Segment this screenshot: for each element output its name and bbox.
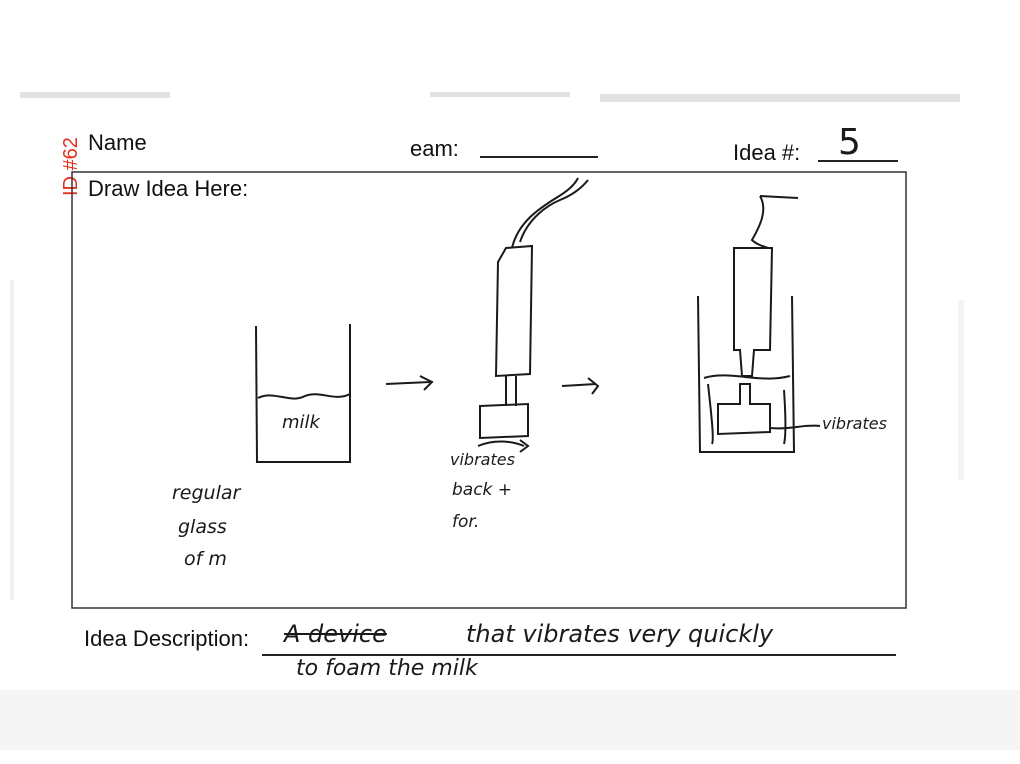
frother-device-drawing (478, 178, 588, 452)
description-line-2: to foam the milk (296, 656, 478, 681)
arrow-right-2 (562, 378, 598, 394)
frother-in-glass-drawing (698, 196, 820, 452)
drawing-area-frame (72, 172, 906, 608)
vibrates-right-label: vibrates (822, 414, 887, 433)
vibrates-label-line-1: vibrates (450, 450, 515, 469)
arrow-right-1 (386, 376, 432, 390)
description-struck-text: A device (284, 620, 387, 648)
glass-label-line-1: regular (172, 482, 240, 504)
glass-label-line-3: of m (184, 548, 227, 570)
vibrates-label-line-2: back + (452, 480, 512, 500)
idea-description-label: Idea Description: (84, 626, 249, 652)
description-line-1: that vibrates very quickly (466, 620, 773, 648)
glass-label-line-2: glass (178, 516, 227, 538)
milk-label: milk (282, 412, 320, 433)
glass-drawing (256, 324, 350, 462)
vibrates-label-line-3: for. (452, 512, 479, 532)
